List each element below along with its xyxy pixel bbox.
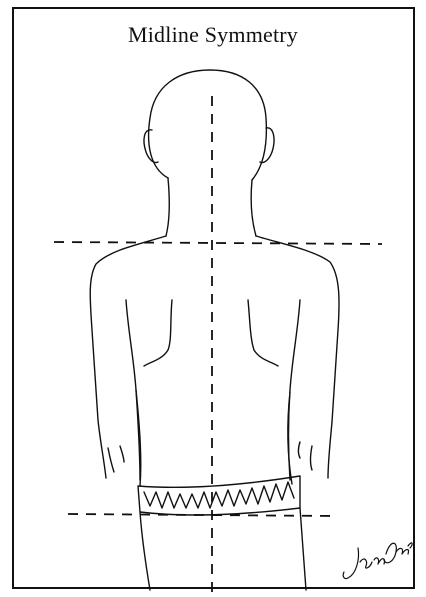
left-elbow-mark: [108, 448, 114, 472]
neck-right: [251, 180, 256, 236]
left-scapula: [144, 300, 172, 366]
right-scapula: [248, 300, 278, 366]
right-elbow-mark: [311, 446, 313, 470]
right-leg-outline: [300, 508, 306, 590]
right-shoulder-arm-outer: [256, 236, 339, 478]
left-arm-inner: [126, 300, 140, 480]
left-ear: [144, 130, 158, 163]
shoulder-line: [54, 242, 382, 244]
waistband-outline: [138, 476, 300, 515]
head-outline: [149, 70, 267, 180]
left-shoulder-arm-outer: [90, 236, 166, 478]
left-leg-outline: [140, 512, 150, 590]
hip-line: [68, 514, 336, 516]
signature-mark: [343, 543, 412, 579]
right-arm-mark: [299, 442, 301, 458]
neck-left: [166, 178, 169, 236]
left-arm-mark: [120, 446, 124, 462]
right-waist: [288, 392, 292, 484]
